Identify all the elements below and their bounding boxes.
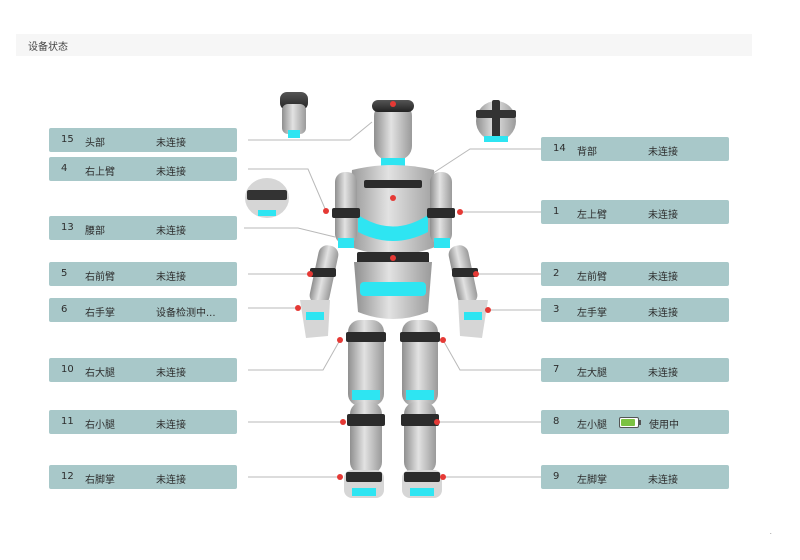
- slot-status: 使用中: [649, 420, 679, 431]
- slot-status: 未连接: [648, 147, 678, 158]
- slot-left-forearm[interactable]: 2 左前臂 未连接: [541, 262, 729, 286]
- slot-number: 5: [61, 268, 68, 279]
- slot-part: 右小腿: [85, 420, 115, 431]
- slot-status: 未连接: [156, 368, 186, 379]
- slot-part: 左大腿: [577, 368, 607, 379]
- slot-left-foot[interactable]: 9 左脚掌 未连接: [541, 465, 729, 489]
- slot-waist[interactable]: 13 腰部 未连接: [49, 216, 237, 240]
- slot-head[interactable]: 15 头部 未连接: [49, 128, 237, 152]
- slot-part: 左脚掌: [577, 475, 607, 486]
- slot-number: 1: [553, 206, 560, 217]
- slot-status: 未连接: [648, 272, 678, 283]
- slot-right-calf[interactable]: 11 右小腿 未连接: [49, 410, 237, 434]
- slot-status: 未连接: [156, 475, 186, 486]
- slot-part: 头部: [85, 138, 105, 149]
- body-figure: [300, 100, 488, 498]
- slot-right-upper-arm[interactable]: 4 右上臂 未连接: [49, 157, 237, 181]
- slot-part: 右大腿: [85, 368, 115, 379]
- slot-left-calf[interactable]: 8 左小腿 使用中: [541, 410, 729, 434]
- slot-back[interactable]: 14 背部 未连接: [541, 137, 729, 161]
- slot-number: 2: [553, 268, 560, 279]
- slot-part: 右上臂: [85, 167, 115, 178]
- battery-icon: [619, 417, 641, 428]
- slot-part: 右脚掌: [85, 475, 115, 486]
- slot-status: 未连接: [648, 368, 678, 379]
- slot-number: 15: [61, 134, 74, 145]
- battery-fill: [621, 419, 635, 426]
- slot-status: 未连接: [648, 475, 678, 486]
- slot-part: 左前臂: [577, 272, 607, 283]
- slot-part: 腰部: [85, 226, 105, 237]
- status-header-bar: 设备状态: [16, 34, 752, 56]
- slot-part: 背部: [577, 147, 597, 158]
- slot-part: 右前臂: [85, 272, 115, 283]
- slot-left-upper-arm[interactable]: 1 左上臂 未连接: [541, 200, 729, 224]
- slot-status: 未连接: [156, 138, 186, 149]
- slot-status: 未连接: [156, 167, 186, 178]
- slot-number: 6: [61, 304, 68, 315]
- slot-status: 未连接: [648, 210, 678, 221]
- armband-thumbnail: [245, 178, 289, 218]
- page-title: 设备状态: [28, 42, 68, 53]
- slot-number: 11: [61, 416, 74, 427]
- slot-number: 9: [553, 471, 560, 482]
- slot-left-thigh[interactable]: 7 左大腿 未连接: [541, 358, 729, 382]
- slot-part: 左小腿: [577, 420, 607, 431]
- slot-part: 右手掌: [85, 308, 115, 319]
- slot-number: 7: [553, 364, 560, 375]
- slot-part: 左手掌: [577, 308, 607, 319]
- slot-number: 12: [61, 471, 74, 482]
- slot-status: 未连接: [156, 226, 186, 237]
- slot-number: 13: [61, 222, 74, 233]
- slot-number: 3: [553, 304, 560, 315]
- back-thumbnail: [476, 100, 516, 142]
- sensor-points: [295, 101, 491, 480]
- slot-number: 14: [553, 143, 566, 154]
- slot-part: 左上臂: [577, 210, 607, 221]
- slot-number: 10: [61, 364, 74, 375]
- slot-left-palm[interactable]: 3 左手掌 未连接: [541, 298, 729, 322]
- slot-status: 设备检测中...: [156, 308, 216, 319]
- slot-right-foot[interactable]: 12 右脚掌 未连接: [49, 465, 237, 489]
- slot-number: 4: [61, 163, 68, 174]
- corner-mark: .: [769, 527, 772, 536]
- slot-status: 未连接: [156, 420, 186, 431]
- slot-status: 未连接: [648, 308, 678, 319]
- slot-right-forearm[interactable]: 5 右前臂 未连接: [49, 262, 237, 286]
- slot-number: 8: [553, 416, 560, 427]
- slot-right-palm[interactable]: 6 右手掌 设备检测中...: [49, 298, 237, 322]
- slot-right-thigh[interactable]: 10 右大腿 未连接: [49, 358, 237, 382]
- head-thumbnail: [280, 92, 308, 138]
- slot-status: 未连接: [156, 272, 186, 283]
